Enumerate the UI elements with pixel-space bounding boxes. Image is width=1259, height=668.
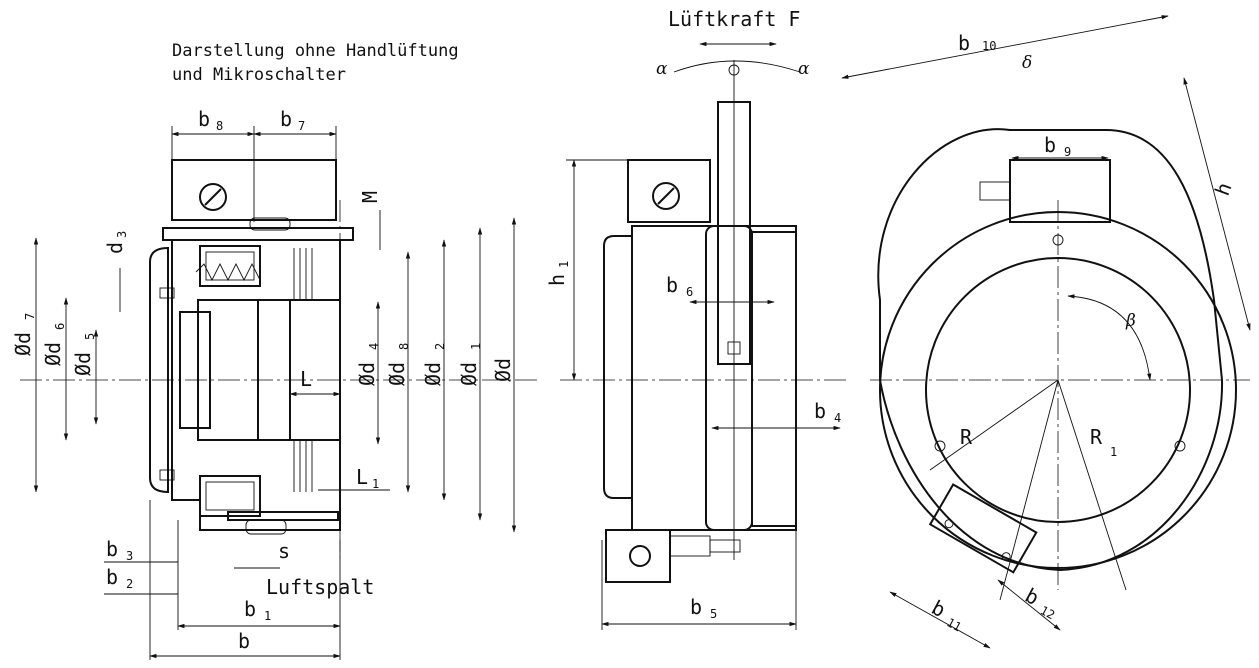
dim-h: h: [1210, 179, 1237, 199]
dim-b9: b: [1044, 133, 1056, 157]
svg-text:1: 1: [264, 609, 271, 623]
dim-M: M: [358, 191, 382, 203]
svg-text:8: 8: [397, 343, 411, 350]
dim-R: R: [960, 425, 973, 449]
svg-text:1: 1: [469, 343, 483, 350]
dim-b2: b: [106, 565, 118, 589]
dim-b8: b: [198, 107, 210, 131]
dim-d: Ød: [491, 358, 515, 382]
svg-text:1: 1: [557, 261, 571, 268]
svg-text:4: 4: [834, 411, 841, 425]
note-line-1: Darstellung ohne Handlüftung: [172, 41, 459, 61]
dim-b3: b: [106, 537, 118, 561]
dim-d7: Ød: [11, 332, 35, 356]
svg-text:4: 4: [367, 343, 381, 350]
screw-head: [199, 183, 227, 211]
dim-d2: Ød: [421, 362, 445, 386]
svg-text:1: 1: [372, 477, 379, 491]
svg-text:10: 10: [982, 39, 996, 53]
dim-b7: b: [280, 107, 292, 131]
dim-L: L: [300, 367, 312, 391]
angle-beta: β: [1125, 311, 1136, 331]
dim-R1: R: [1090, 425, 1103, 449]
svg-text:6: 6: [53, 323, 67, 330]
svg-text:11: 11: [944, 615, 963, 634]
dim-b11: b: [928, 595, 950, 622]
release-lever: [717, 101, 751, 365]
svg-text:1: 1: [1110, 445, 1117, 459]
note-line-2: und Mikroschalter: [172, 65, 346, 85]
svg-text:2: 2: [126, 577, 133, 591]
svg-text:8: 8: [216, 119, 223, 133]
middle-side-view: Lüftkraft F α α h 1 b 6: [545, 7, 850, 630]
dim-d3: d: [103, 242, 127, 254]
dim-b5: b: [690, 595, 702, 619]
svg-text:9: 9: [1064, 145, 1071, 159]
dim-d8: Ød: [385, 362, 409, 386]
microswitch-side: [605, 529, 671, 583]
angle-delta: δ: [1022, 53, 1032, 73]
svg-text:7: 7: [298, 119, 305, 133]
svg-text:3: 3: [126, 549, 133, 563]
svg-text:7: 7: [23, 313, 37, 320]
svg-text:6: 6: [686, 285, 693, 299]
label-release-force: Lüftkraft F: [668, 7, 800, 31]
angle-alpha-left: α: [656, 59, 668, 79]
angle-alpha-right: α: [798, 59, 810, 79]
dim-d5: Ød: [71, 352, 95, 376]
svg-text:3: 3: [115, 231, 129, 238]
svg-text:5: 5: [710, 607, 717, 621]
dim-b6: b: [666, 273, 678, 297]
dim-b10: b: [958, 31, 970, 55]
dim-b: b: [238, 629, 250, 653]
dim-d6: Ød: [41, 342, 65, 366]
dim-s: s: [278, 539, 290, 563]
dim-L1: L: [356, 465, 368, 489]
terminal-box-side: [627, 159, 711, 223]
right-front-view: R R 1 β b 9 b 10 δ h b 11 b 12: [841, 15, 1251, 649]
inner-circle: [925, 257, 1191, 523]
left-section-view: Darstellung ohne Handlüftung und Mikrosc…: [11, 41, 540, 660]
dim-d1: Ød: [457, 362, 481, 386]
housing-outline: [877, 128, 1224, 572]
svg-text:2: 2: [433, 343, 447, 350]
microswitch-front: [928, 483, 1038, 574]
svg-text:12: 12: [1038, 603, 1057, 622]
svg-text:5: 5: [83, 333, 97, 340]
dim-h1: h: [545, 274, 569, 286]
dim-b1: b: [244, 597, 256, 621]
dim-b4: b: [814, 399, 826, 423]
dim-d4: Ød: [355, 362, 379, 386]
label-airgap: Luftspalt: [266, 575, 374, 599]
dim-b12: b: [1021, 583, 1043, 610]
